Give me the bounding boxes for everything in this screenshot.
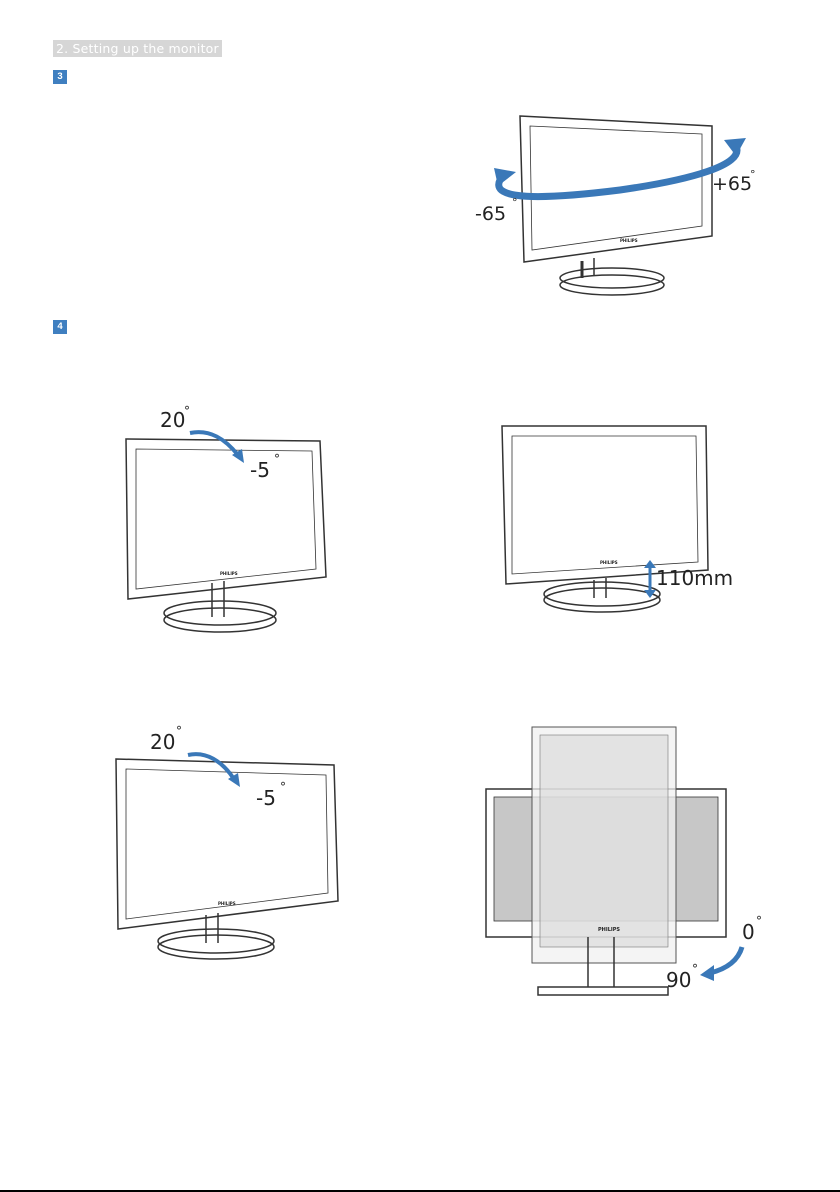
brand-label: PHILIPS xyxy=(620,238,638,243)
pivot-arrow xyxy=(700,947,742,981)
height-range-label: 110mm xyxy=(656,566,733,590)
degree-symbol: ° xyxy=(176,724,182,738)
pivot-illustration: PHILIPS 0 ° 90 ° xyxy=(480,725,780,1000)
degree-symbol: ° xyxy=(756,914,762,928)
tilt-illustration-2: PHILIPS 20 ° -5 ° xyxy=(110,725,350,965)
degree-symbol: ° xyxy=(280,780,286,794)
tilt-arrow xyxy=(190,432,244,463)
degree-symbol: ° xyxy=(692,962,698,976)
tilt-up-angle: 20 xyxy=(160,408,185,432)
swivel-left-angle: -65 xyxy=(475,203,506,225)
step-4-badge: 4 xyxy=(53,320,67,334)
degree-symbol: ° xyxy=(184,404,190,418)
pivot-start-angle: 0 xyxy=(742,920,755,944)
swivel-illustration: PHILIPS -65 ° +65 ° xyxy=(470,110,770,300)
step-3-badge: 3 xyxy=(53,70,67,84)
height-adjust-illustration: PHILIPS 110mm xyxy=(500,420,760,620)
tilt-up-angle: 20 xyxy=(150,730,175,754)
swivel-right-angle: +65 xyxy=(712,173,752,195)
degree-symbol: ° xyxy=(750,168,756,181)
brand-label: PHILIPS xyxy=(598,927,620,933)
section-header: 2. Setting up the monitor xyxy=(53,40,222,57)
brand-label: PHILIPS xyxy=(600,560,618,565)
degree-symbol: ° xyxy=(274,452,280,466)
tilt-arrow-2 xyxy=(188,754,240,787)
height-arrow xyxy=(644,560,656,598)
degree-symbol: ° xyxy=(512,196,518,209)
brand-label: PHILIPS xyxy=(218,901,236,906)
tilt-down-angle: -5 xyxy=(250,458,270,482)
swivel-arrow xyxy=(494,138,746,197)
pivot-end-angle: 90 xyxy=(666,968,691,992)
brand-label: PHILIPS xyxy=(220,571,238,576)
tilt-illustration: PHILIPS 20 ° -5 ° xyxy=(120,405,340,635)
tilt-down-angle: -5 xyxy=(256,786,276,810)
